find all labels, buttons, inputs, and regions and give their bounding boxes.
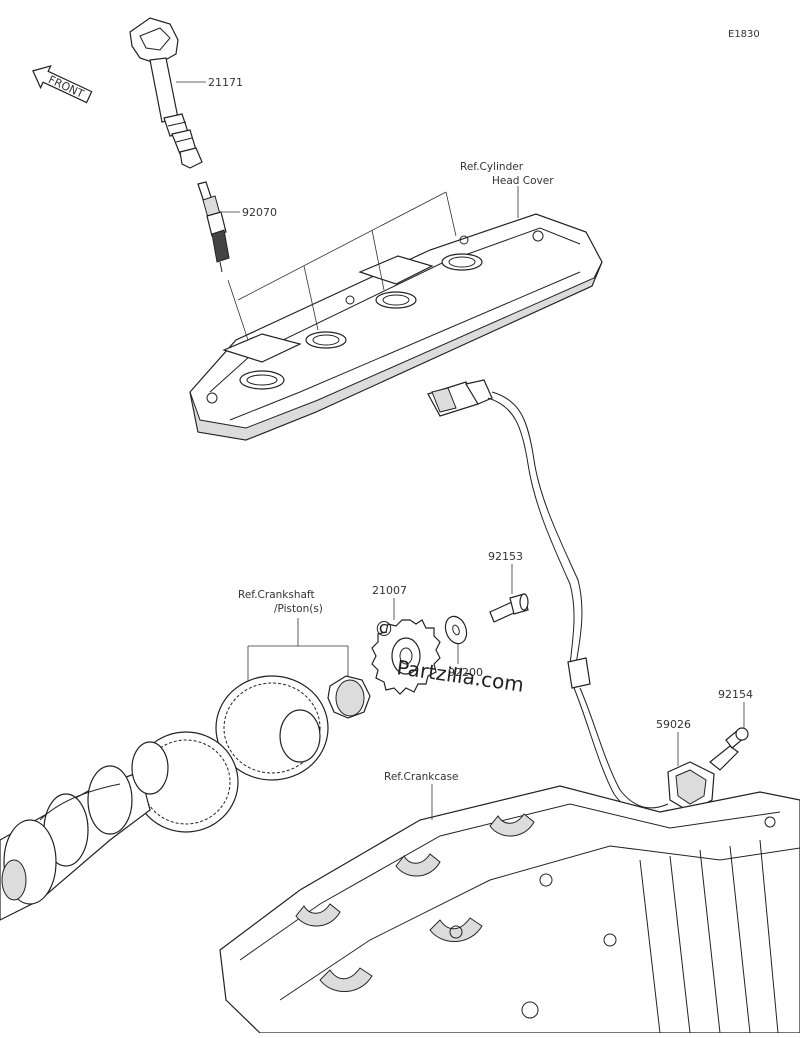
cylinder-head-cover bbox=[189, 213, 603, 441]
pickup-wire-connector bbox=[427, 379, 669, 815]
part-label-washer[interactable]: 92200 bbox=[448, 666, 483, 679]
crankshaft bbox=[0, 675, 371, 921]
part-label-pickup-coil[interactable]: 21007 bbox=[372, 584, 407, 597]
timing-rotor[interactable] bbox=[371, 619, 441, 695]
ref-cylinder-head-cover-line1[interactable]: Ref.Cylinder bbox=[460, 161, 524, 173]
front-arrow-label: FRONT bbox=[46, 73, 86, 101]
ref-cylinder-head-cover-line2[interactable]: Head Cover bbox=[492, 175, 554, 187]
part-label-bolt-right[interactable]: 92154 bbox=[718, 688, 753, 701]
part-label-ignition-coil[interactable]: 21171 bbox=[208, 76, 243, 89]
bolt-right[interactable] bbox=[725, 727, 749, 749]
ref-crankcase[interactable]: Ref.Crankcase bbox=[384, 771, 459, 783]
watermark-symbol: © bbox=[374, 617, 394, 641]
part-label-clamp[interactable]: 59026 bbox=[656, 718, 691, 731]
part-label-spark-plug[interactable]: 92070 bbox=[242, 206, 277, 219]
clamp[interactable] bbox=[667, 745, 739, 813]
part-label-bolt-upper[interactable]: 92153 bbox=[488, 550, 523, 563]
ignition-coil[interactable] bbox=[129, 17, 203, 169]
ref-crankshaft-line2[interactable]: /Piston(s) bbox=[274, 603, 323, 615]
spark-plug[interactable] bbox=[197, 181, 230, 273]
ref-crankshaft-line1[interactable]: Ref.Crankshaft bbox=[238, 589, 315, 601]
washer[interactable] bbox=[442, 613, 470, 646]
diagram-code: E1830 bbox=[728, 29, 760, 40]
front-arrow-icon: FRONT bbox=[32, 64, 93, 104]
bolt-upper[interactable] bbox=[489, 593, 529, 623]
crankcase bbox=[219, 785, 800, 1034]
